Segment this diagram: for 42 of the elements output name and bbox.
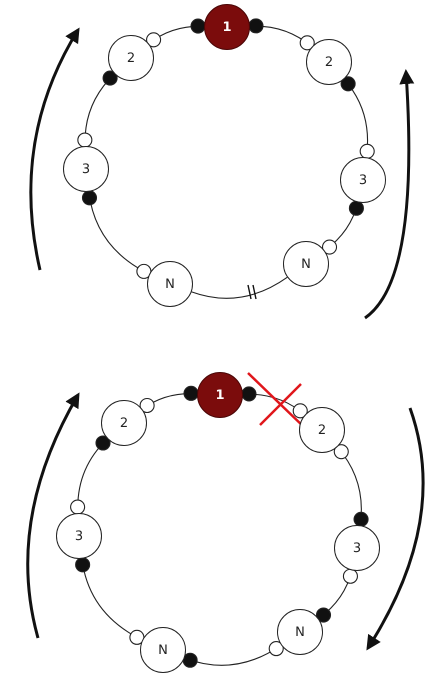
ring-link xyxy=(241,386,308,418)
station-number: N xyxy=(301,258,311,270)
station-circle xyxy=(101,400,147,446)
ring-link xyxy=(140,386,199,414)
ring-link xyxy=(191,276,288,299)
station-number: N xyxy=(295,626,305,638)
station-circle xyxy=(147,261,193,307)
station-number: 3 xyxy=(74,530,84,542)
station-number: 2 xyxy=(126,52,136,64)
ring-link xyxy=(248,18,315,50)
ring-link xyxy=(340,76,375,159)
ring-link xyxy=(77,70,118,148)
station-number: 2 xyxy=(324,56,334,68)
ring-link xyxy=(322,200,364,255)
station-number: 2 xyxy=(318,424,326,436)
ring-link xyxy=(82,190,152,279)
station-number: N xyxy=(158,644,168,656)
station-circle xyxy=(63,146,109,192)
station-circle xyxy=(277,609,323,655)
station-number: 3 xyxy=(82,162,90,176)
ring-link xyxy=(146,18,206,48)
station-circle xyxy=(306,39,352,85)
ring-link xyxy=(70,435,111,515)
station-number: N xyxy=(165,278,175,290)
station-circle xyxy=(334,525,380,571)
ring-link xyxy=(334,444,369,527)
station-circle xyxy=(108,35,154,81)
station-circle xyxy=(197,372,243,418)
station-circle xyxy=(283,241,329,287)
station-number: 3 xyxy=(358,174,368,186)
ring-link xyxy=(182,641,284,668)
ring-link xyxy=(316,568,358,623)
station-circle xyxy=(56,513,102,559)
station-number: 3 xyxy=(352,542,362,554)
station-circle xyxy=(140,627,186,673)
station-circle xyxy=(204,4,250,50)
station-circle xyxy=(340,157,386,203)
station-number: 2 xyxy=(120,416,128,430)
station-circle xyxy=(299,407,345,453)
station-number: 1 xyxy=(222,20,232,34)
ring-link xyxy=(75,557,144,645)
station-number: 1 xyxy=(215,388,225,402)
